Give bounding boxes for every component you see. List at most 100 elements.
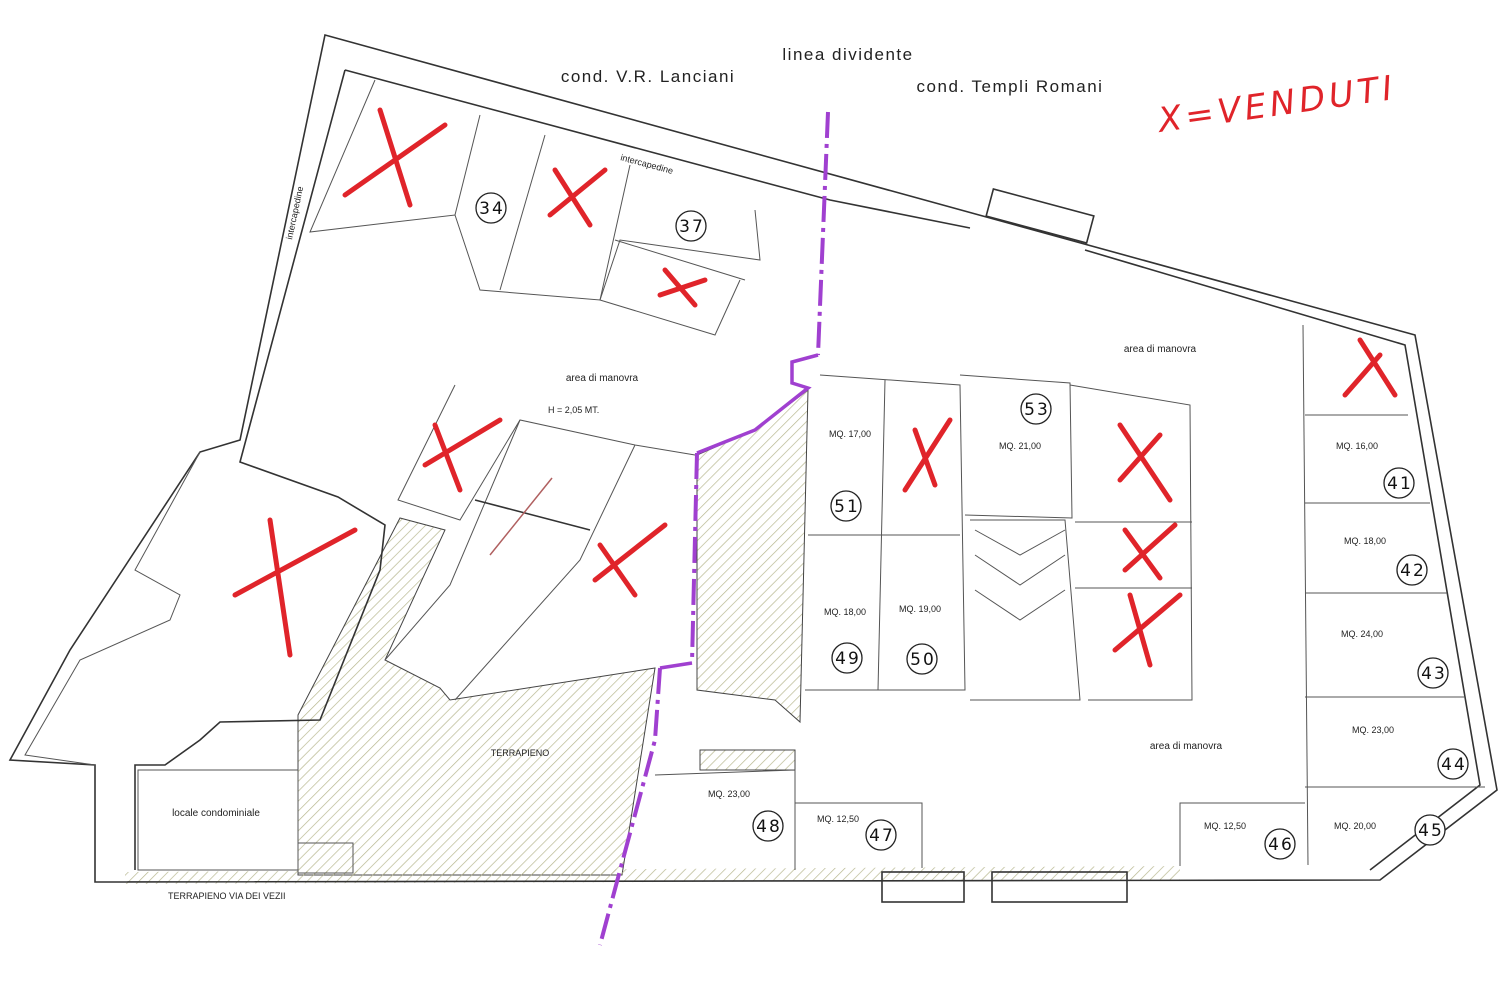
light-well [991, 871, 1128, 903]
hatched-area-center [696, 388, 809, 724]
terrapieno-label: TERRAPIENO [491, 748, 550, 758]
locale-condominiale-label: locale condominiale [172, 808, 260, 819]
ramp-chevrons [974, 529, 1066, 556]
space-48-outline [654, 769, 796, 870]
double-arrow-icon [489, 477, 553, 556]
space-number-circle [475, 192, 507, 224]
space-number: 50 [910, 650, 936, 670]
divider-label: linea dividente [782, 45, 913, 64]
sold-x-mark [232, 517, 358, 658]
space-37-outline [599, 164, 741, 336]
stairs-icon [297, 842, 354, 874]
space-number: 43 [1421, 664, 1447, 684]
space-area: MQ. 19,00 [899, 604, 941, 614]
left-condo-label: cond. V.R. Lanciani [561, 67, 735, 86]
area-manovra-label: area di manovra [1150, 741, 1223, 752]
space-area: MQ. 21,00 [999, 441, 1041, 451]
space-47-outline [795, 802, 923, 868]
column-wall [1302, 324, 1309, 866]
right-condo-label: cond. Templi Romani [917, 77, 1104, 96]
space-area: MQ. 16,00 [1336, 441, 1378, 451]
space-number: 41 [1387, 474, 1413, 494]
ramp-chevrons [974, 554, 1066, 586]
space-number: 34 [479, 199, 505, 219]
space-number-circle [1396, 554, 1428, 586]
partition [614, 239, 746, 281]
space-number: 48 [756, 817, 782, 837]
hatched-strip [699, 749, 796, 771]
parking-space-47: 47 MQ. 12,50 [817, 814, 897, 851]
space-number: 53 [1024, 400, 1050, 420]
parking-space-43: 43 MQ. 24,00 [1341, 629, 1449, 689]
sold-x-mark [657, 267, 708, 308]
space-number-circle [865, 819, 897, 851]
space-area: MQ. 23,00 [708, 789, 750, 799]
space-number-circle [752, 810, 784, 842]
space-number-circle [830, 490, 862, 522]
space-number-circle [1414, 814, 1446, 846]
terrapieno-area [297, 517, 656, 876]
space-number-circle [1417, 657, 1449, 689]
space-area: MQ. 18,00 [1344, 536, 1386, 546]
space-number-circle [1020, 393, 1052, 425]
sold-x-mark [592, 522, 668, 598]
sold-x-mark [902, 417, 953, 493]
parking-space-37: 37 [675, 210, 707, 242]
space-area: MQ. 20,00 [1334, 821, 1376, 831]
space-number-circle [1264, 828, 1296, 860]
parking-space-51: 51 MQ. 17,00 [829, 429, 871, 522]
space-number-circle [1437, 748, 1469, 780]
dividing-line [816, 111, 830, 356]
hatched-baseline-strip [125, 866, 1180, 884]
sold-x-mark [422, 417, 503, 493]
area-manovra-label: area di manovra [566, 373, 639, 384]
partition [384, 419, 521, 661]
space-number: 47 [869, 826, 895, 846]
sold-x-mark [1342, 337, 1398, 398]
dividing-line [659, 661, 693, 670]
sold-legend: X=VENDUTI [1154, 68, 1399, 141]
space-area: MQ. 12,50 [817, 814, 859, 824]
space-number: 42 [1400, 561, 1426, 581]
locale-condominiale-room [137, 769, 299, 871]
space-area: MQ. 17,00 [829, 429, 871, 439]
sold-markers [232, 107, 1398, 668]
inner-wall [344, 69, 971, 229]
sold-x-mark [342, 107, 448, 208]
dividing-line [690, 452, 699, 664]
space-34-outline [309, 79, 761, 301]
space-area: MQ. 12,50 [1204, 821, 1246, 831]
space-number: 44 [1441, 755, 1467, 775]
ramp-chevrons [974, 589, 1066, 621]
space-53-outline [959, 374, 1073, 519]
dividing-line [598, 667, 662, 946]
sold-x-mark [547, 167, 608, 228]
spaces-49-51 [805, 374, 966, 691]
area-manovra-label: area di manovra [1124, 344, 1197, 355]
partition [474, 499, 591, 531]
inner-wall-left [134, 69, 386, 870]
space-number: 51 [834, 497, 860, 517]
space-number: 49 [835, 649, 861, 669]
partition [454, 114, 481, 216]
space-number-circle [1383, 467, 1415, 499]
light-well [985, 188, 1095, 244]
space-number-circle [831, 642, 863, 674]
space-area: MQ. 24,00 [1341, 629, 1383, 639]
angled-spaces [397, 384, 696, 521]
street-label: TERRAPIENO VIA DEI VEZII [168, 891, 286, 901]
parking-space-48: 48 MQ. 23,00 [708, 789, 784, 842]
parking-space-42: 42 MQ. 18,00 [1344, 536, 1428, 586]
left-wing-wall [24, 451, 201, 766]
space-number-circle [675, 210, 707, 242]
space-number-circle [906, 643, 938, 675]
spaces-sold-right [1069, 384, 1193, 701]
partition [499, 134, 546, 291]
sold-x-mark [1122, 522, 1178, 581]
